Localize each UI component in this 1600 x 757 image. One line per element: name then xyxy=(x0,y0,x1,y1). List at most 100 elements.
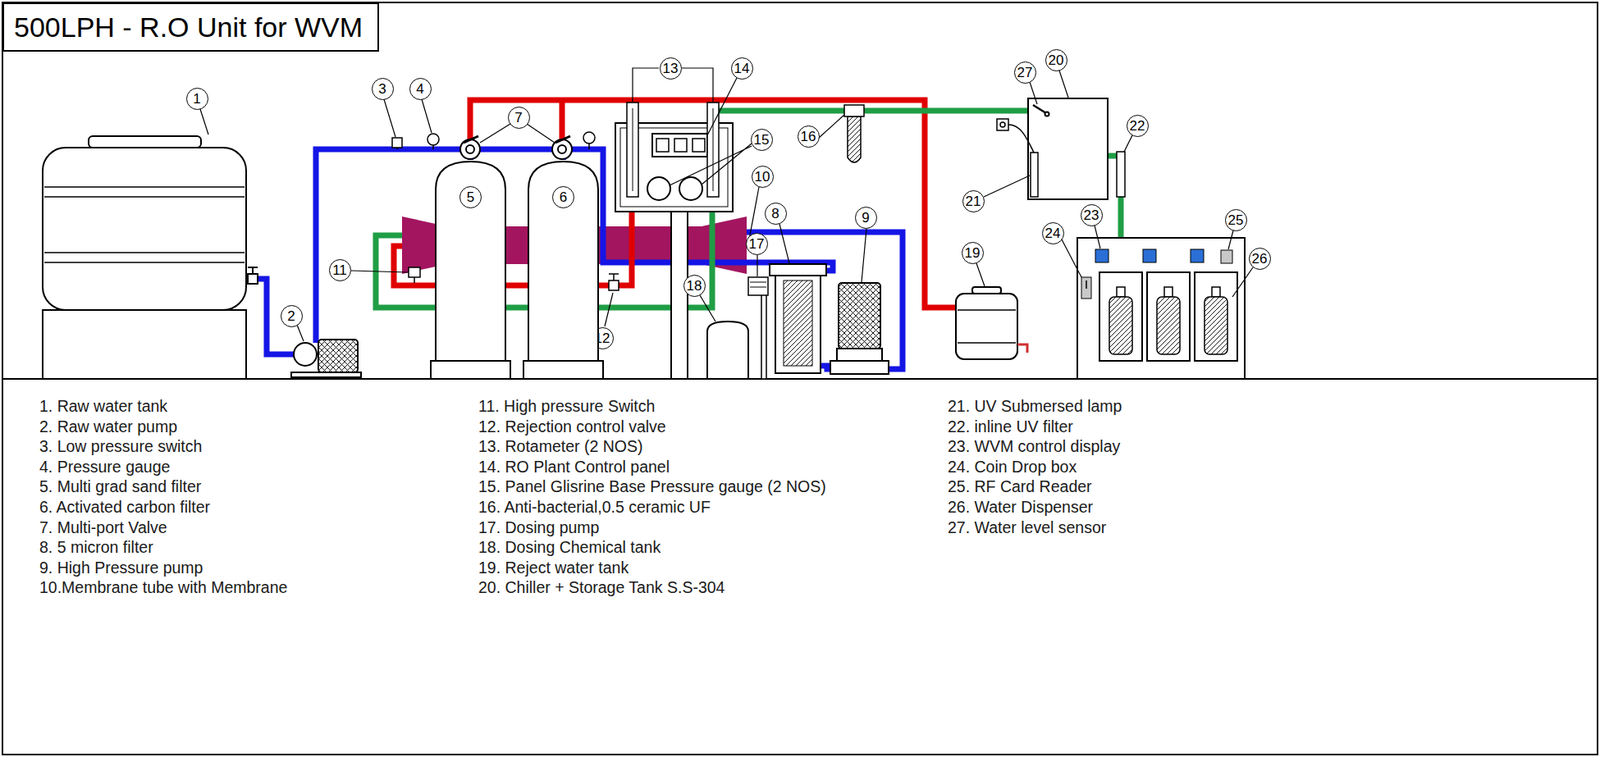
rejection-valve xyxy=(608,274,619,281)
filter-vessel-base xyxy=(523,361,604,380)
callout-number: 27 xyxy=(1014,61,1037,84)
parts-list-item: 14. RO Plant Control panel xyxy=(478,457,670,476)
callout-number: 2 xyxy=(280,305,303,328)
parts-list-item: 22. inline UV filter xyxy=(947,417,1074,436)
parts-list-item: 27. Water level sensor xyxy=(947,518,1107,537)
parts-list-item: 25. RF Card Reader xyxy=(947,477,1093,496)
high-pressure-switch xyxy=(413,277,416,284)
parts-list-item: 17. Dosing pump xyxy=(478,518,599,537)
water-bottle xyxy=(1109,287,1228,355)
multi-port-valve xyxy=(552,139,572,160)
leader-line xyxy=(861,228,867,283)
callout-number: 25 xyxy=(1225,209,1248,232)
rejection-valve xyxy=(608,280,619,291)
ceramic-uf xyxy=(847,116,861,163)
uv-lamp xyxy=(1008,124,1034,153)
callout-number: 19 xyxy=(961,242,984,265)
pressure-gauge xyxy=(583,132,595,144)
parts-list-item: 19. Reject water tank xyxy=(478,558,629,577)
feed-pipe-connector xyxy=(470,149,564,160)
callout-number: 10 xyxy=(751,165,774,188)
inline-uv xyxy=(1116,151,1125,197)
dosing-pump xyxy=(761,293,767,380)
filter-vessel-base xyxy=(430,361,511,380)
callout-number: 26 xyxy=(1248,247,1271,270)
high-pressure-switch xyxy=(408,267,421,278)
rotameter xyxy=(626,102,719,197)
parts-list-item: 6. Activated carbon filter xyxy=(39,498,211,517)
title-box: 500LPH - R.O Unit for WVM xyxy=(2,2,380,52)
parts-list-item: 15. Panel Glisrine Base Pressure gauge (… xyxy=(478,477,827,496)
callout-number: 7 xyxy=(507,106,531,129)
parts-list-item: 24. Coin Drop box xyxy=(947,457,1077,476)
vending-cabinet xyxy=(1194,272,1238,362)
parts-list-item: 13. Rotameter (2 NOS) xyxy=(478,437,643,456)
parts-list-item: 5. Multi grad sand filter xyxy=(39,477,202,496)
micron-filter xyxy=(769,264,827,374)
parts-list-item: 9. High Pressure pump xyxy=(39,558,203,577)
raw-water-tank xyxy=(247,267,258,275)
uv-lamp xyxy=(1000,122,1006,128)
control-panel xyxy=(656,138,669,152)
callout-number: 20 xyxy=(1045,49,1068,72)
leader-line xyxy=(1059,70,1069,98)
leader-line xyxy=(421,99,432,133)
rejection-valve xyxy=(608,274,619,291)
leader-line xyxy=(983,175,1030,197)
leader-line xyxy=(1061,239,1082,278)
reject-water-tank xyxy=(957,310,1016,343)
leader-line xyxy=(1232,267,1253,298)
dosing-pump xyxy=(748,277,768,380)
diagram-title: 500LPH - R.O Unit for WVM xyxy=(13,10,363,44)
leader-line xyxy=(1124,135,1133,152)
callout-number: 8 xyxy=(764,202,787,225)
parts-list-item: 7. Multi-port Valve xyxy=(39,518,168,537)
callout-number: 22 xyxy=(1126,114,1149,138)
leader-line xyxy=(1029,82,1038,105)
reject-water-tank xyxy=(972,287,1002,294)
control-panel xyxy=(679,177,703,201)
filter-vessel: 6 xyxy=(527,160,599,362)
rotameter xyxy=(632,108,714,192)
dosing-pump xyxy=(748,277,768,296)
parts-list-item: 23. WVM control display xyxy=(947,437,1120,456)
low-pressure-switch xyxy=(392,137,403,148)
parts-list-item: 18. Dosing Chemical tank xyxy=(478,538,661,557)
parts-list-item: 16. Anti-bacterial,0.5 ceramic UF xyxy=(478,498,711,517)
rf-card-reader xyxy=(1220,250,1233,264)
callout-number: 18 xyxy=(683,274,706,298)
raw-water-tank xyxy=(247,274,258,284)
coin-box xyxy=(1085,280,1088,289)
leader-line xyxy=(707,77,737,136)
parts-list-item: 4. Pressure gauge xyxy=(39,457,170,476)
callout-number: 13 xyxy=(659,57,682,80)
inline-uv xyxy=(1116,151,1125,197)
callout-number: 1 xyxy=(186,87,209,110)
leader-line xyxy=(669,143,752,186)
leader-line xyxy=(756,255,758,277)
leader-line xyxy=(200,109,209,135)
chiller-storage-tank xyxy=(1030,152,1038,197)
leader-line xyxy=(699,295,716,322)
leader-line xyxy=(297,324,304,342)
coin-box xyxy=(1081,277,1092,299)
high-pressure-pump xyxy=(830,361,889,375)
multi-port-valve xyxy=(460,139,480,160)
vessel-body xyxy=(528,161,599,362)
water-bottle xyxy=(1211,287,1221,298)
water-bottle xyxy=(1156,297,1180,355)
callout-number: 14 xyxy=(731,57,754,80)
parts-list-item: 10.Membrane tube with Membrane xyxy=(39,578,288,597)
ceramic-uf xyxy=(844,105,864,163)
parts-list-item: 12. Rejection control valve xyxy=(478,417,667,436)
dosing-tank xyxy=(707,321,749,380)
wvm-display xyxy=(1095,249,1109,263)
raw-water-pump xyxy=(293,342,317,366)
control-panel xyxy=(647,177,671,201)
parts-list-item: 26. Water Dispenser xyxy=(947,498,1093,517)
control-panel xyxy=(652,133,708,157)
vending-cabinet xyxy=(1147,272,1190,362)
